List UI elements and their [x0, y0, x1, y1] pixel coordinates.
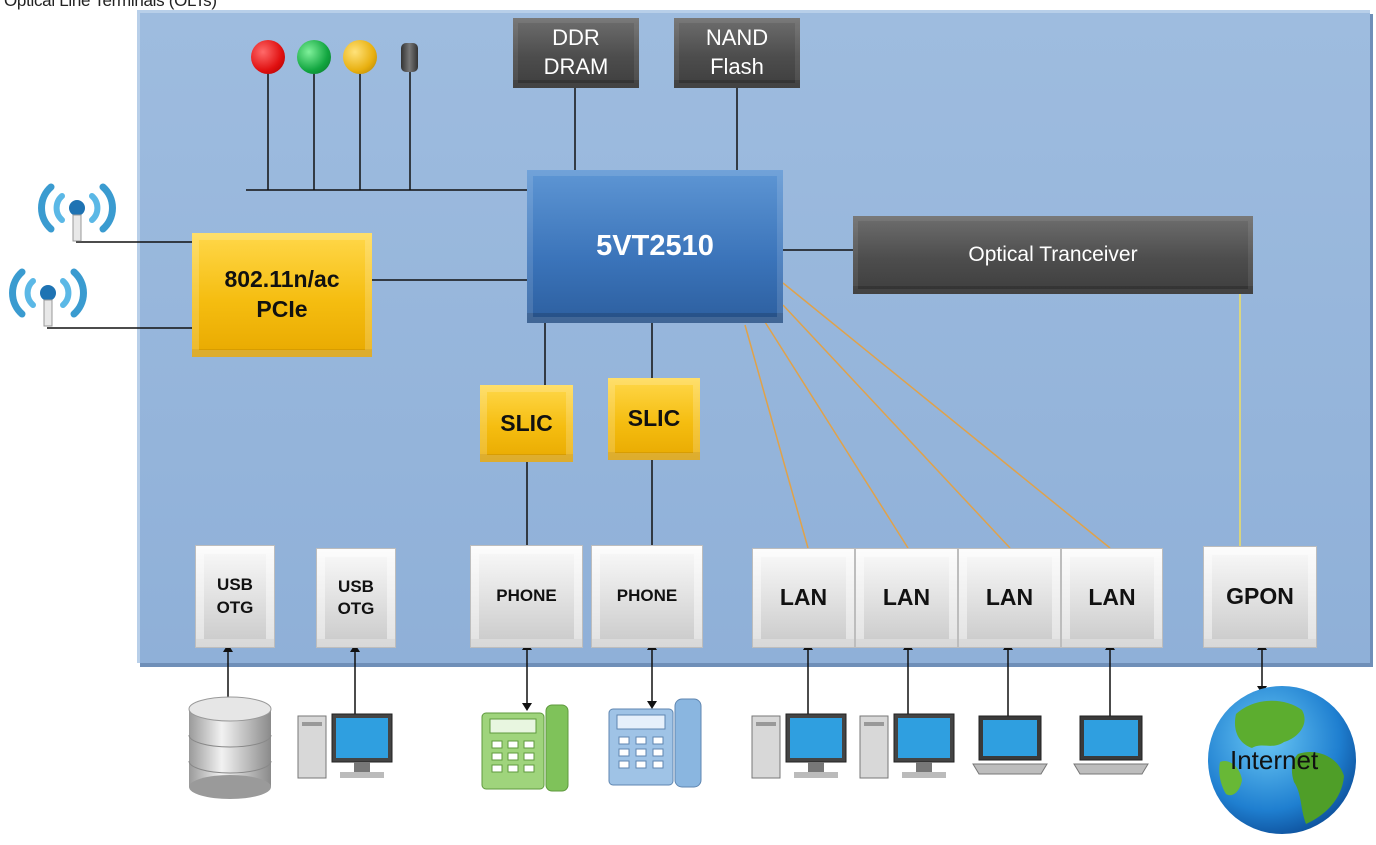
wifi-antenna-icon	[9, 268, 87, 327]
lan-port-2: LAN	[855, 548, 958, 648]
diagram-caption: Optical Line Terminals (OLTs)	[4, 0, 217, 10]
laptop-icon	[972, 715, 1048, 775]
phone-port-2: PHONE	[591, 545, 703, 648]
soc-5vt2510-block: 5VT2510	[527, 170, 783, 323]
desktop-computer-icon	[751, 713, 847, 779]
wifi-antenna-icon	[38, 183, 116, 242]
laptop-icon	[1073, 715, 1149, 775]
gpon-port: GPON	[1203, 546, 1317, 648]
reset-button-icon	[401, 43, 418, 72]
desktop-computer-icon	[297, 713, 393, 779]
slic-block-2: SLIC	[608, 378, 700, 460]
internet-label: Internet	[1230, 745, 1319, 775]
green-phone-icon	[481, 704, 569, 792]
green-led-icon	[297, 40, 331, 74]
slic-block-1: SLIC	[480, 385, 573, 462]
desktop-computer-icon	[859, 713, 955, 779]
phone-port-1: PHONE	[470, 545, 583, 648]
amber-led-icon	[343, 40, 377, 74]
globe-icon	[1208, 686, 1356, 834]
lan-port-4: LAN	[1061, 548, 1163, 648]
storage-drive-icon	[188, 696, 272, 799]
lan-port-1: LAN	[752, 548, 855, 648]
lan-port-3: LAN	[958, 548, 1061, 648]
optical-transceiver-block: Optical Tranceiver	[853, 216, 1253, 294]
blue-phone-icon	[608, 698, 702, 788]
red-led-icon	[251, 40, 285, 74]
